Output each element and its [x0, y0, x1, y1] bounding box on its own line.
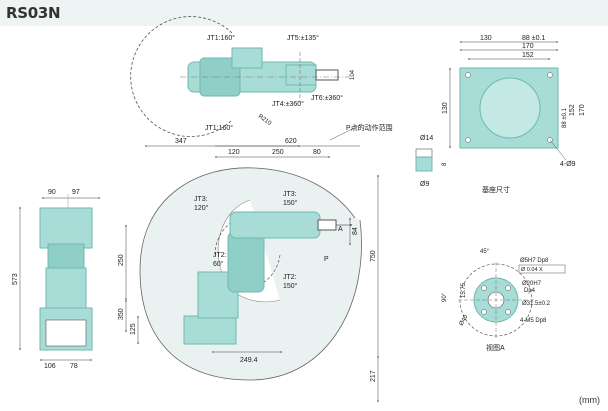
- dim-573: 573: [12, 273, 19, 285]
- holes-label: 4-Ø9: [560, 161, 576, 168]
- pcd-label: Ø31.5±0.2: [522, 301, 551, 307]
- jt5-label: JT5:±135°: [287, 34, 319, 42]
- point-p-label: P: [324, 256, 329, 263]
- dim-v170: 170: [579, 104, 586, 116]
- dim-125: 125: [130, 323, 137, 335]
- dim-15-75: 15.75: [461, 282, 467, 298]
- dim-78: 78: [70, 363, 78, 370]
- view-a-label: A: [338, 226, 343, 233]
- jt2-right-value: 150°: [283, 282, 298, 290]
- bore-depth: Dp4: [524, 288, 536, 294]
- dim-v130: 130: [442, 102, 449, 114]
- jt6-label: JT6:±360°: [311, 94, 343, 102]
- thread-label: 4-M5 Dp8: [520, 318, 547, 324]
- jt2-left-label: JT2:: [213, 252, 227, 259]
- jt3-right-label: JT3:: [283, 191, 297, 198]
- dim-130: 130: [480, 35, 492, 42]
- jt1-bottom-label: JT1:160°: [205, 124, 233, 132]
- header-band: [0, 0, 608, 26]
- jt3-left-value: 120°: [194, 204, 209, 212]
- dim-104: 104: [350, 69, 356, 80]
- dim-97: 97: [72, 189, 80, 196]
- counterbore-label: Ø14: [420, 135, 433, 142]
- depth-label: 8: [442, 162, 448, 166]
- dim-249: 249.4: [240, 357, 258, 364]
- dim-250a: 250: [272, 149, 284, 156]
- side-view: A P 347 620 120 250 80 P点的动作范围 JT3: 120°…: [118, 123, 393, 403]
- dim-750: 750: [370, 250, 377, 262]
- tolerance-frame: Ø 0.04 X: [521, 267, 543, 273]
- base-view: 130 88 ±0.1 170 152 130 88 ±0.1 152 170 …: [415, 35, 586, 194]
- jt3-left-label: JT3:: [194, 196, 208, 203]
- radius-label: R210: [257, 114, 273, 128]
- jt2-right-label: JT2:: [283, 274, 297, 281]
- dim-v88: 88 ±0.1: [562, 107, 568, 128]
- angle-45: 45°: [480, 249, 490, 255]
- jt3-right-value: 150°: [283, 199, 298, 207]
- dim-250b: 250: [118, 254, 125, 266]
- jt4-label: JT4:±360°: [272, 100, 304, 108]
- dim-347: 347: [175, 138, 187, 145]
- jt1-top-label: JT1:160°: [207, 34, 235, 42]
- p-range-label: P点的动作范围: [346, 123, 393, 132]
- dim-350: 350: [118, 308, 125, 320]
- dim-152: 152: [522, 52, 534, 59]
- dim-90: 90: [48, 189, 56, 196]
- angle-90: 90°: [442, 292, 448, 302]
- flange-caption: 视图A: [486, 343, 505, 352]
- dia-40: Ø40: [459, 314, 470, 327]
- hole-dia-label: Ø9: [420, 181, 429, 188]
- top-view: JT1:160° JT1:160° JT5:±135° JT4:±360° JT…: [130, 16, 356, 137]
- dim-v152: 152: [569, 104, 576, 116]
- dim-170: 170: [522, 43, 534, 50]
- dim-217: 217: [370, 370, 377, 382]
- dim-120: 120: [228, 149, 240, 156]
- flange-view: 45° 90° 15.75 Ø40 Ø5H7 Dp8 Ø 0.04 X Ø20H…: [442, 249, 566, 352]
- dim-88: 88 ±0.1: [522, 35, 545, 42]
- jt2-left-value: 60°: [213, 260, 224, 268]
- base-caption: 基座尺寸: [482, 185, 510, 194]
- bore-label: Ø20H7: [522, 281, 542, 287]
- unit-label: (mm): [579, 395, 600, 405]
- dim-84: 84: [352, 227, 359, 235]
- pin-hole-label: Ø5H7 Dp8: [520, 258, 549, 264]
- page-title: RS03N: [6, 4, 61, 22]
- front-view: 90 97 573 106 78: [12, 189, 101, 370]
- dim-106: 106: [44, 363, 56, 370]
- dim-620: 620: [285, 138, 297, 145]
- dim-80: 80: [313, 149, 321, 156]
